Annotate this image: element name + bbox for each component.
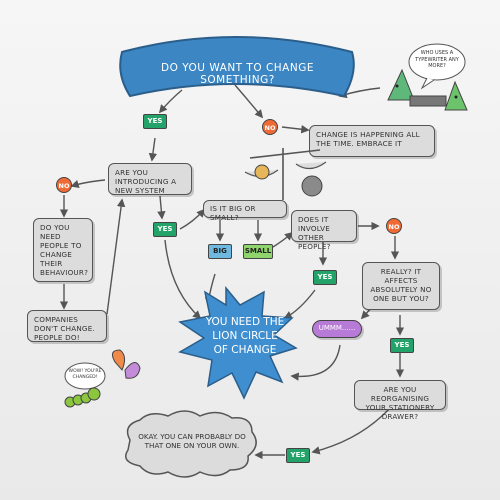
new-system-box: ARE YOU INTRODUCING A NEW SYSTEM [108,163,192,195]
arrow-yes-to-lion [283,289,316,319]
arrow-stationery-to-yes [311,407,391,455]
arrow-system-to-no [70,179,106,189]
okay-text: OKAY. YOU CAN PROBABLY DO THAT ONE ON YO… [138,432,246,451]
yes-tag-stationery: YES [286,448,310,463]
no-circle-right: NO [386,218,402,234]
yes-tag-really: YES [390,338,414,353]
really-box: REALLY? IT AFFECTS ABSOLUTELY NO ONE BUT… [362,262,440,310]
change-happening-box: CHANGE IS HAPPENING ALL THE TIME. EMBRAC… [309,125,435,157]
arrow-companies-to-system [106,198,126,315]
arrow-yes-to-system [148,137,158,162]
arrow-change-to-title [338,87,381,99]
companies-box: COMPANIES DON'T CHANGE. PEOPLE DO! [27,310,107,342]
title-text: DO YOU WANT TO CHANGE SOMETHING? [161,62,314,86]
arrow-big-to-lion [204,273,216,306]
caterpillar-speech: WOW! YOU'RE CHANGED! [68,369,102,380]
yes-tag-system: YES [153,222,177,237]
yes-tag-other-people: YES [313,270,337,285]
big-tag: BIG [208,244,232,259]
typewriter-speech: WHO USES A TYPEWRITER ANY MORE? [415,50,459,69]
lion-circle-text: YOU NEED THE LION CIRCLE OF CHANGE [205,316,285,357]
other-people-box: DOES IT INVOLVE OTHER PEOPLE? [291,210,357,251]
arrow-ummm-to-lion [290,344,341,381]
arrow-small-to-other [272,231,294,248]
arrow-system-yes-to-lion [164,239,202,320]
stationery-box: ARE YOU REORGANISING YOUR STATIONERY DRA… [354,380,446,421]
small-tag: SMALL [243,244,273,259]
no-circle-top: NO [262,119,278,135]
arrow-system-to-yes [157,195,166,220]
big-or-small-box: IS IT BIG OR SMALL? [203,200,287,222]
need-people-box: DO YOU NEED PEOPLE TO CHANGE THEIR BEHAV… [33,218,93,282]
arrow-no-to-change [281,125,310,134]
no-circle-left: NO [56,177,72,193]
arrow-title-to-no [234,84,264,119]
yes-tag-top: YES [143,114,167,129]
ummm-pill: UMMM...... [312,320,362,338]
arrow-yes-to-big-small [179,208,206,230]
arrow-title-to-yes [158,89,183,114]
